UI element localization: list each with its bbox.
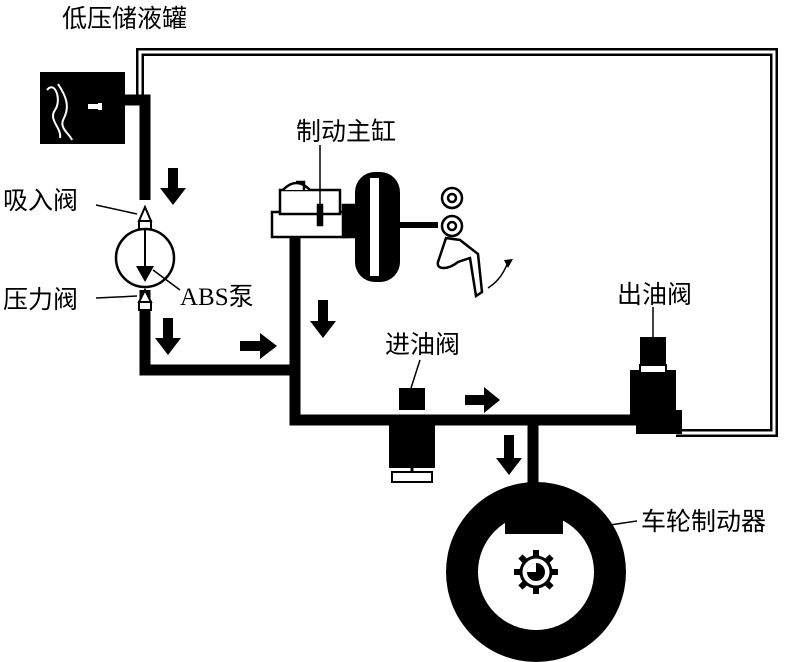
brake-pedal-icon xyxy=(436,186,513,299)
label-suction-valve: 吸入阀 xyxy=(3,186,78,215)
label-pressure-valve: 压力阀 xyxy=(3,285,78,314)
leader-lines xyxy=(95,145,654,530)
flow-arrow-down-suction xyxy=(160,168,186,205)
outlet-valve xyxy=(630,337,682,434)
abs-pump-icon xyxy=(114,227,176,289)
suction-valve xyxy=(137,204,153,230)
label-abs-pump: ABS泵 xyxy=(180,284,254,311)
flow-arrows xyxy=(155,168,522,475)
gear-icon xyxy=(514,550,558,594)
label-wheel-brake: 车轮制动器 xyxy=(641,507,766,536)
pressure-valve xyxy=(137,287,153,311)
return-line xyxy=(136,48,778,437)
flow-arrow-right-main xyxy=(240,333,277,359)
flow-arrow-down-wheel xyxy=(496,435,522,475)
label-master-cylinder: 制动主缸 xyxy=(296,117,396,146)
flow-arrow-down-master xyxy=(310,300,336,338)
vacuum-booster-icon xyxy=(355,172,438,282)
flow-arrow-right-inlet xyxy=(465,387,500,413)
inlet-valve xyxy=(389,388,435,483)
flow-arrow-down-pump-outlet xyxy=(155,318,181,355)
label-low-pressure-reservoir: 低压储液罐 xyxy=(62,4,187,33)
label-outlet-valve: 出油阀 xyxy=(617,280,692,309)
label-inlet-valve: 进油阀 xyxy=(385,330,460,359)
low-pressure-reservoir xyxy=(40,72,125,144)
master-cylinder xyxy=(270,180,359,239)
